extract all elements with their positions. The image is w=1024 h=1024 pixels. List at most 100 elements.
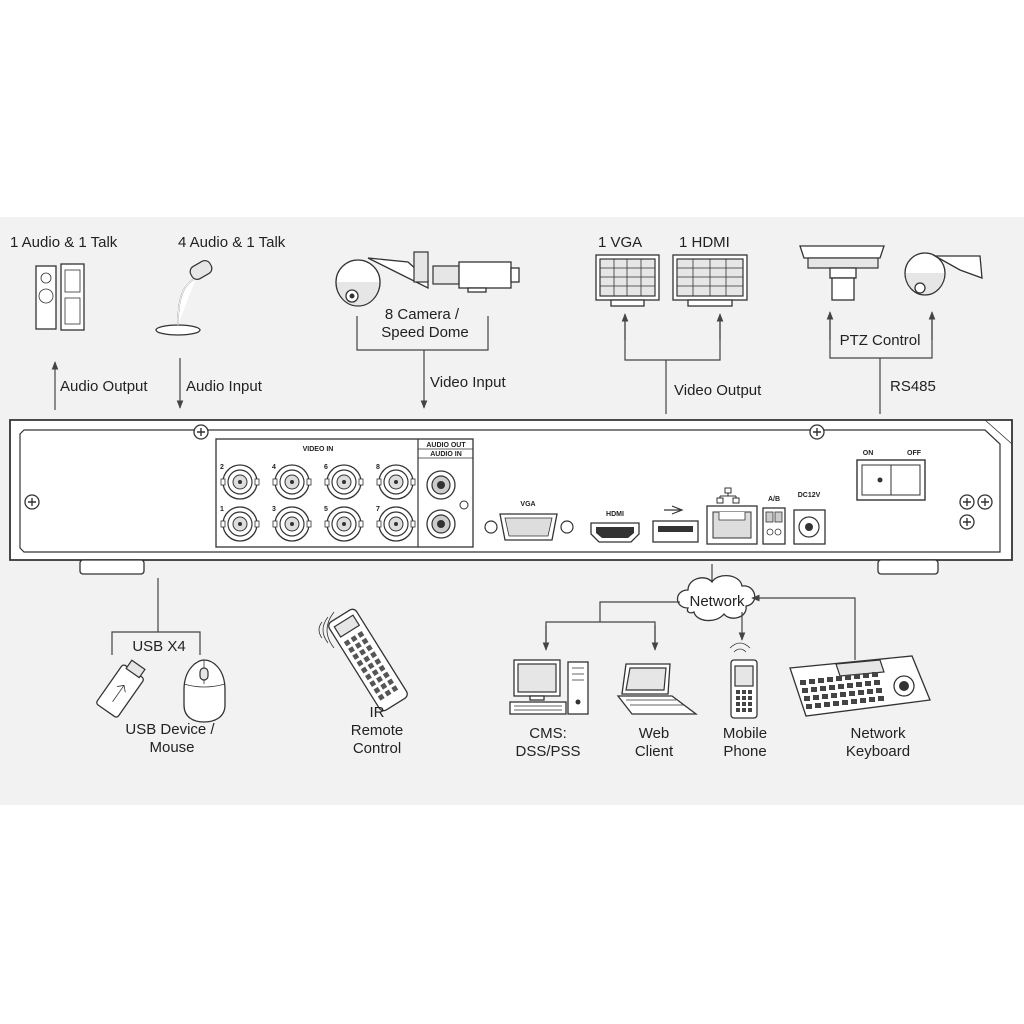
keyboard-key <box>854 674 860 679</box>
vga-count-label: 1 VGA <box>598 234 642 251</box>
keyboard-label-line1: Network <box>850 725 906 742</box>
usb-x4-label: USB X4 <box>132 638 185 655</box>
keyboard-key <box>806 704 812 709</box>
phone-key <box>736 702 740 706</box>
panel-screw <box>24 494 40 510</box>
desktop-pc-icon <box>509 659 589 715</box>
audio-talk-4-label: 4 Audio & 1 Talk <box>178 234 286 251</box>
usb-stick-icon <box>96 659 146 718</box>
remote-button <box>361 637 369 645</box>
remote-button <box>367 662 375 670</box>
ir-label-line3: Control <box>353 740 401 757</box>
keyboard-key <box>863 673 869 678</box>
keyboard-key <box>878 696 884 701</box>
phone-key <box>748 702 752 706</box>
keyboard-key <box>874 680 880 685</box>
box-camera-icon <box>432 261 520 293</box>
phone-key <box>736 690 740 694</box>
panel-screw <box>959 494 975 510</box>
remote-button <box>384 689 392 697</box>
cms-label-line1: CMS: <box>529 725 567 742</box>
keyboard-key <box>824 702 830 707</box>
keyboard-key <box>813 695 819 700</box>
panel-screw <box>193 424 209 440</box>
remote-button <box>374 658 382 665</box>
mouse-icon <box>183 659 226 723</box>
dc12v-label: DC12V <box>798 492 821 499</box>
audio-out-jack[interactable] <box>426 470 456 500</box>
keyboard-key <box>869 697 875 702</box>
remote-button <box>377 693 385 701</box>
speaker-icon <box>35 263 85 331</box>
video-output-label: Video Output <box>674 382 762 399</box>
remote-button <box>370 651 378 659</box>
switch-on-label: ON <box>863 450 874 457</box>
remote-button <box>378 664 386 672</box>
laptop-icon <box>616 663 698 715</box>
remote-button <box>365 673 372 681</box>
remote-button <box>387 678 394 686</box>
remote-button <box>369 680 377 688</box>
keyboard-key <box>833 701 839 706</box>
remote-button <box>350 635 358 643</box>
keyboard-key <box>858 690 864 695</box>
audio-in-jack[interactable] <box>426 509 456 539</box>
audio-out-label: AUDIO OUT <box>426 442 466 449</box>
keyboard-key <box>822 694 828 699</box>
keyboard-key <box>840 692 846 697</box>
rs485-terminal[interactable] <box>762 507 786 545</box>
video-in-label: VIDEO IN <box>303 446 334 453</box>
speed-dome-icon <box>335 251 429 307</box>
network-label: Network <box>689 593 745 610</box>
panel-screw <box>959 514 975 530</box>
usb-device-label-line1: USB Device / <box>125 721 215 738</box>
remote-button <box>363 655 371 663</box>
keyboard-key <box>865 681 871 686</box>
keyboard-key <box>831 693 837 698</box>
camera-label-line2: Speed Dome <box>381 324 469 341</box>
vga-port-label: VGA <box>520 501 535 508</box>
remote-button <box>373 686 381 694</box>
audio-input-label: Audio Input <box>186 378 263 395</box>
remote-button <box>348 646 355 654</box>
remote-button <box>365 644 373 652</box>
hdmi-monitor-icon <box>672 254 748 307</box>
hdmi-port[interactable] <box>590 522 640 543</box>
phone-key <box>736 696 740 700</box>
usb-port[interactable] <box>652 520 699 543</box>
keyboard-key <box>815 703 821 708</box>
bnc-channel-number: 1 <box>220 506 224 513</box>
keyboard-label-line2: Keyboard <box>846 743 910 760</box>
rs485-ab-label: A/B <box>768 496 780 503</box>
keyboard-key <box>818 678 824 683</box>
phone-key <box>748 690 752 694</box>
keyboard-key <box>872 672 878 677</box>
keyboard-key <box>804 696 810 701</box>
keyboard-key <box>876 688 882 693</box>
keyboard-key <box>809 679 815 684</box>
bnc-channel-number: 2 <box>220 464 224 471</box>
audio-in-label: AUDIO IN <box>430 451 462 458</box>
power-switch[interactable] <box>856 459 926 501</box>
keyboard-key <box>856 682 862 687</box>
remote-button <box>371 669 379 677</box>
remote-button <box>343 639 351 647</box>
audio-output-label: Audio Output <box>60 378 148 395</box>
mobile-phone-icon <box>729 642 758 719</box>
remote-button <box>360 666 368 674</box>
dc-power-jack[interactable] <box>793 509 826 545</box>
phone-key <box>748 696 752 700</box>
phone-key <box>748 708 752 712</box>
web-client-label-line2: Client <box>635 743 674 760</box>
hdmi-port-label: HDMI <box>606 511 624 518</box>
microphone-icon <box>155 260 213 336</box>
web-client-label-line1: Web <box>639 725 670 742</box>
remote-button <box>352 653 360 660</box>
phone-key <box>742 708 746 712</box>
remote-button <box>380 682 388 690</box>
lan-port[interactable] <box>706 505 758 545</box>
phone-key <box>742 696 746 700</box>
vga-port[interactable] <box>484 513 574 541</box>
cms-label-line2: DSS/PSS <box>515 743 580 760</box>
bnc-channel-number: 4 <box>272 464 276 471</box>
